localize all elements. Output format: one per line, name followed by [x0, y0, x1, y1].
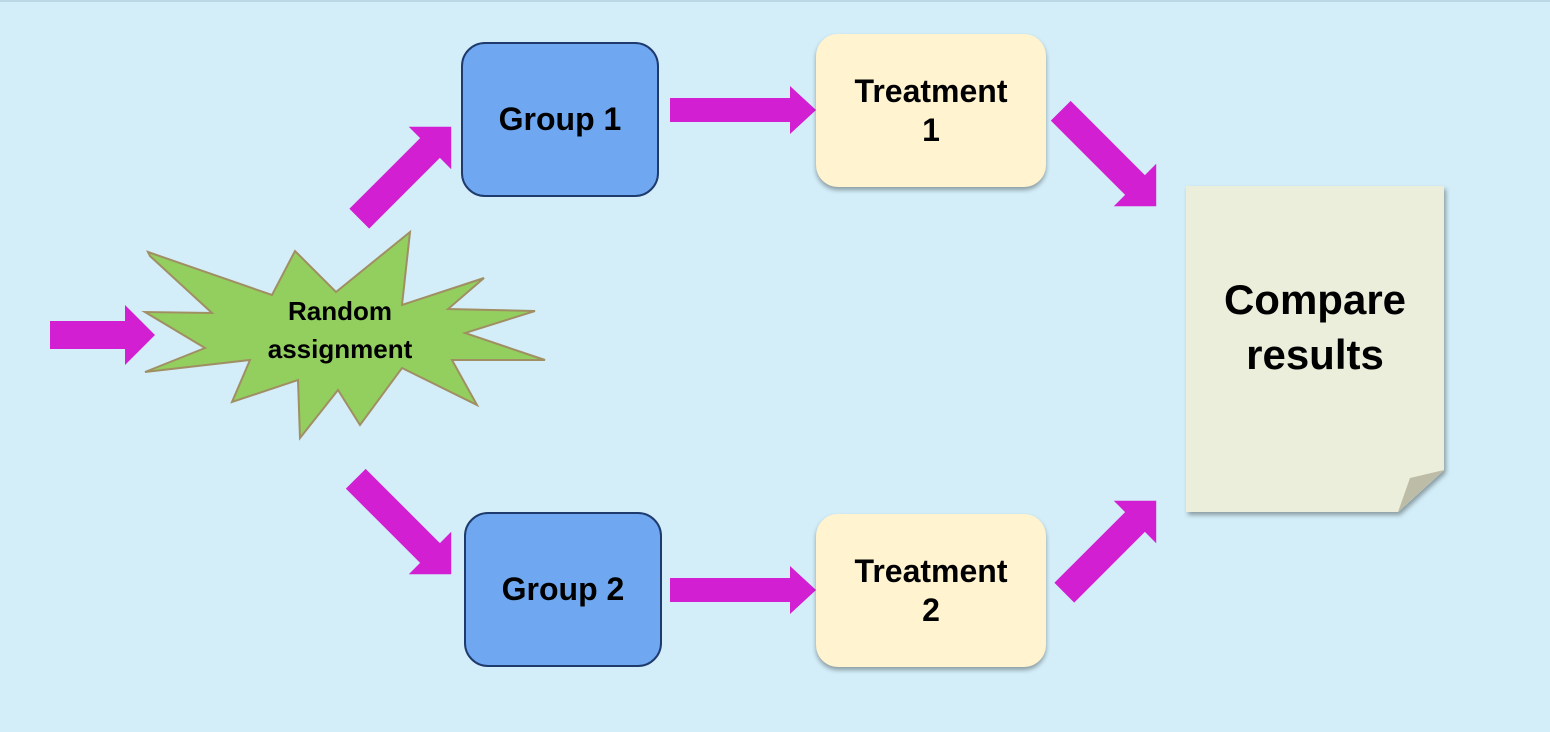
treatment-2-title: Treatment: [854, 553, 1008, 590]
treatment-2-number: 2: [922, 591, 940, 628]
arrow-group-1-to-treatment-1: [670, 86, 816, 134]
random-assignment-label: Random assignment: [267, 296, 413, 364]
compare-results-label: Compare results: [1186, 272, 1444, 382]
arrow-to-group-2: [345, 468, 452, 575]
input-arrow: [50, 305, 155, 365]
compare-results-line-2: results: [1246, 331, 1384, 378]
group-1-label: Group 1: [498, 101, 622, 138]
compare-results-document: [1186, 186, 1444, 512]
compare-results-line-1: Compare: [1223, 276, 1407, 323]
top-border: [0, 0, 1550, 2]
treatment-1-box: Treatment 1: [816, 34, 1046, 187]
treatment-1-title: Treatment: [854, 73, 1008, 110]
treatment-2-box: Treatment 2: [816, 514, 1046, 667]
arrow-treatment-1-to-results: [1050, 100, 1157, 207]
starburst-shape: [141, 229, 546, 441]
group-2-label: Group 2: [501, 571, 625, 608]
group-2-box: Group 2: [464, 512, 662, 667]
group-1-box: Group 1: [461, 42, 659, 197]
arrow-treatment-2-to-results: [1054, 500, 1157, 603]
arrow-to-group-1: [349, 126, 452, 229]
treatment-1-number: 1: [922, 111, 940, 148]
arrow-group-2-to-treatment-2: [670, 566, 816, 614]
